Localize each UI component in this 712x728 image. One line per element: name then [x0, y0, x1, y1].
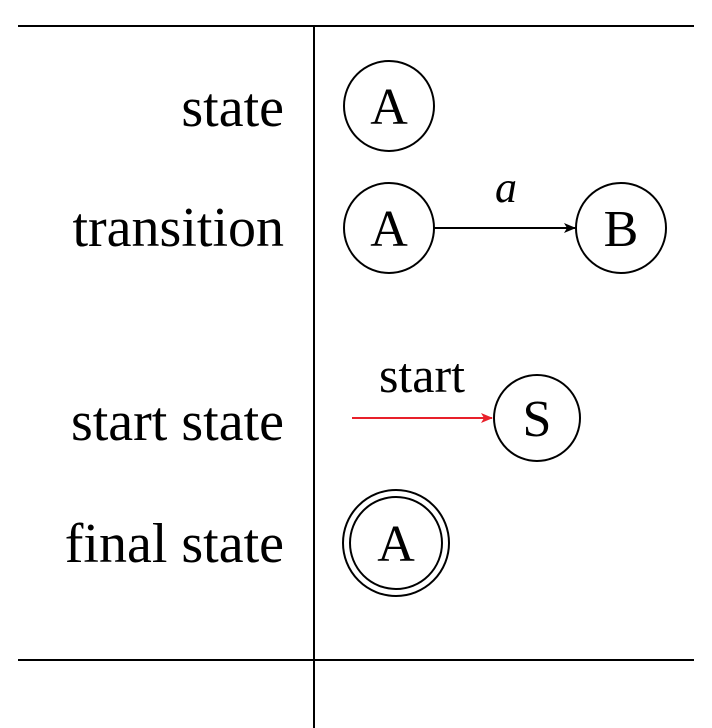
state-example: A — [343, 60, 435, 152]
state-node-label: A — [370, 79, 408, 136]
transition-to-node — [575, 182, 667, 274]
transition-from-label: A — [370, 201, 408, 258]
start-state-node — [493, 374, 581, 462]
state-node — [343, 60, 435, 152]
row-label-transition: transition — [72, 197, 284, 259]
transition-to-label: B — [604, 201, 639, 258]
final-state-outer-ring — [342, 489, 450, 597]
final-state-example: A — [342, 489, 450, 597]
final-state-inner-ring — [349, 496, 443, 590]
row-label-final-state: final state — [64, 513, 284, 575]
row-label-start-state: start state — [70, 391, 284, 453]
start-arrow-label: start — [379, 347, 465, 403]
transition-symbol: a — [495, 163, 517, 212]
final-state-label: A — [377, 516, 415, 573]
start-state-label: S — [523, 391, 552, 448]
start-state-example: start S — [352, 347, 581, 462]
transition-example: A B a — [343, 163, 667, 274]
row-label-state: state — [181, 77, 284, 139]
